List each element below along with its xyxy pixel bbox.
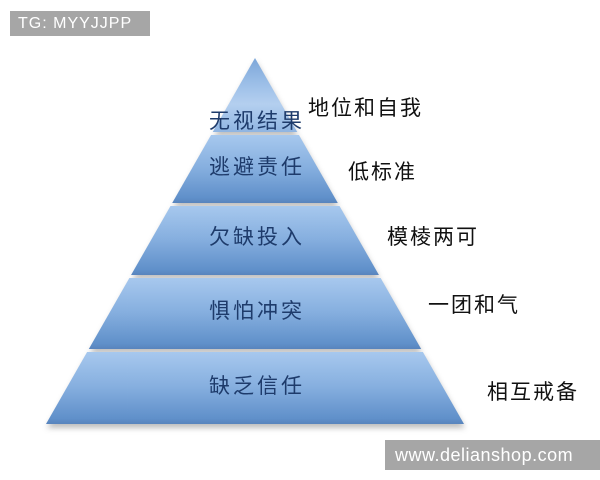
side-label-level-5: 相互戒备 [487,380,579,404]
pyramid-level-4-label: 惧怕冲突 [209,299,305,323]
pyramid-diagram: 无视结果 逃避责任 欠缺投入 惧怕冲突 缺乏信任 [46,58,464,424]
pyramid-level-5-label: 缺乏信任 [209,374,305,398]
pyramid-level-5 [46,352,464,424]
side-label-level-4: 一团和气 [428,293,520,317]
side-label-level-3: 模棱两可 [387,225,479,249]
side-label-level-2: 低标准 [348,160,417,184]
pyramid-level-2-label: 逃避责任 [209,155,305,179]
pyramid-level-1-label: 无视结果 [209,109,305,133]
pyramid-level-3-label: 欠缺投入 [209,225,305,249]
side-label-level-1: 地位和自我 [308,96,423,120]
site-watermark: www.delianshop.com [385,440,600,470]
tag-watermark: TG: MYYJJPP [10,11,150,36]
pyramid-shape [46,58,464,424]
